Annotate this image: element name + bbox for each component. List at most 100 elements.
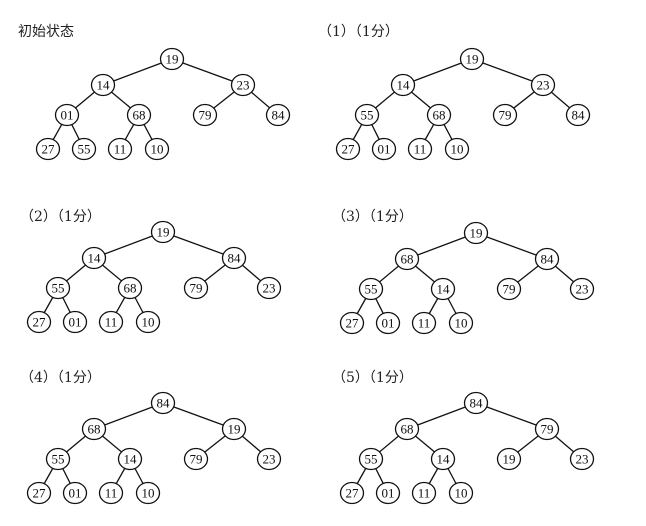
tree-node: 84 — [221, 246, 247, 270]
tree-node: 68 — [394, 247, 420, 271]
node-circle — [265, 103, 291, 127]
node-value: 23 — [537, 78, 550, 93]
node-value: 79 — [503, 282, 516, 297]
node-circle — [444, 137, 470, 161]
tree-node: 23 — [256, 276, 282, 300]
node-value: 19 — [466, 52, 479, 67]
node-circle — [81, 417, 107, 441]
tree-edge — [406, 402, 477, 430]
node-circle — [569, 447, 595, 471]
node-value: 01 — [382, 486, 395, 501]
tree-node: 68 — [394, 417, 420, 441]
node-value: 01 — [378, 142, 391, 157]
tree-node: 55 — [45, 447, 71, 471]
node-value: 79 — [499, 108, 512, 123]
tree-node: 19 — [159, 47, 185, 71]
node-circle — [183, 276, 209, 300]
tree-node: 11 — [411, 481, 437, 505]
node-value: 55 — [365, 282, 378, 297]
node-circle — [117, 447, 143, 471]
tree-node: 14 — [430, 277, 456, 301]
tree-node: 84 — [534, 247, 560, 271]
node-value: 19 — [470, 226, 483, 241]
tree-edge — [406, 232, 477, 260]
tree-node: 84 — [565, 103, 591, 127]
tree-node: 79 — [183, 447, 209, 471]
node-value: 10 — [151, 142, 164, 157]
tree-node: 14 — [390, 73, 416, 97]
node-circle — [394, 417, 420, 441]
tree-node: 27 — [335, 137, 361, 161]
node-value: 10 — [455, 316, 468, 331]
node-value: 01 — [61, 108, 74, 123]
node-circle — [35, 137, 61, 161]
node-value: 23 — [263, 281, 276, 296]
tree-node: 23 — [569, 277, 595, 301]
tree-node: 84 — [463, 391, 489, 415]
tree-node: 19 — [221, 417, 247, 441]
tree-node: 27 — [26, 481, 52, 505]
node-value: 79 — [190, 281, 203, 296]
node-circle — [221, 417, 247, 441]
node-value: 84 — [157, 396, 171, 411]
node-value: 55 — [78, 142, 91, 157]
node-value: 14 — [124, 452, 138, 467]
tree-node: 01 — [62, 310, 88, 334]
tree-label: 初始状态 — [18, 23, 74, 40]
node-circle — [150, 220, 176, 244]
node-circle — [256, 276, 282, 300]
node-circle — [98, 481, 124, 505]
node-value: 79 — [190, 452, 203, 467]
node-value: 19 — [503, 452, 516, 467]
node-circle — [496, 277, 522, 301]
node-value: 23 — [263, 452, 276, 467]
node-circle — [144, 137, 170, 161]
tree-label: （3）（1分） — [332, 209, 413, 225]
node-circle — [459, 47, 485, 71]
tree-node: 11 — [411, 311, 437, 335]
tree-node: 19 — [496, 447, 522, 471]
node-circle — [62, 310, 88, 334]
node-value: 68 — [401, 252, 414, 267]
tree-node: 14 — [90, 73, 116, 97]
node-value: 01 — [69, 486, 82, 501]
tree-node: 27 — [339, 481, 365, 505]
node-circle — [375, 311, 401, 335]
tree-node: 55 — [358, 447, 384, 471]
node-value: 23 — [237, 78, 250, 93]
node-circle — [411, 311, 437, 335]
node-circle — [256, 447, 282, 471]
tree-node: 27 — [339, 311, 365, 335]
node-value: 84 — [228, 251, 242, 266]
node-value: 01 — [382, 316, 395, 331]
node-value: 68 — [133, 108, 146, 123]
tree-edge — [475, 232, 548, 260]
node-circle — [339, 311, 365, 335]
node-circle — [62, 481, 88, 505]
tree-node: 79 — [192, 103, 218, 127]
node-value: 84 — [272, 108, 286, 123]
tree-node: 79 — [183, 276, 209, 300]
tree-node: 11 — [98, 481, 124, 505]
node-circle — [81, 246, 107, 270]
tree-node: 68 — [426, 103, 452, 127]
node-value: 79 — [199, 108, 212, 123]
node-circle — [135, 481, 161, 505]
tree-node: 01 — [375, 311, 401, 335]
tree-label: （2）（1分） — [20, 209, 101, 225]
node-value: 27 — [33, 315, 47, 330]
node-circle — [448, 311, 474, 335]
node-circle — [569, 277, 595, 301]
node-value: 68 — [124, 281, 137, 296]
heap-tree: （3）（1分） 19 68 84 55 14 79 23 27 01 11 10 — [332, 209, 595, 335]
tree-edge — [93, 402, 164, 430]
node-value: 10 — [451, 142, 464, 157]
node-value: 10 — [142, 315, 155, 330]
tree-node: 55 — [71, 137, 97, 161]
node-value: 19 — [166, 52, 179, 67]
tree-node: 23 — [530, 73, 556, 97]
node-circle — [430, 447, 456, 471]
tree-node: 01 — [371, 137, 397, 161]
tree-node: 01 — [54, 103, 80, 127]
